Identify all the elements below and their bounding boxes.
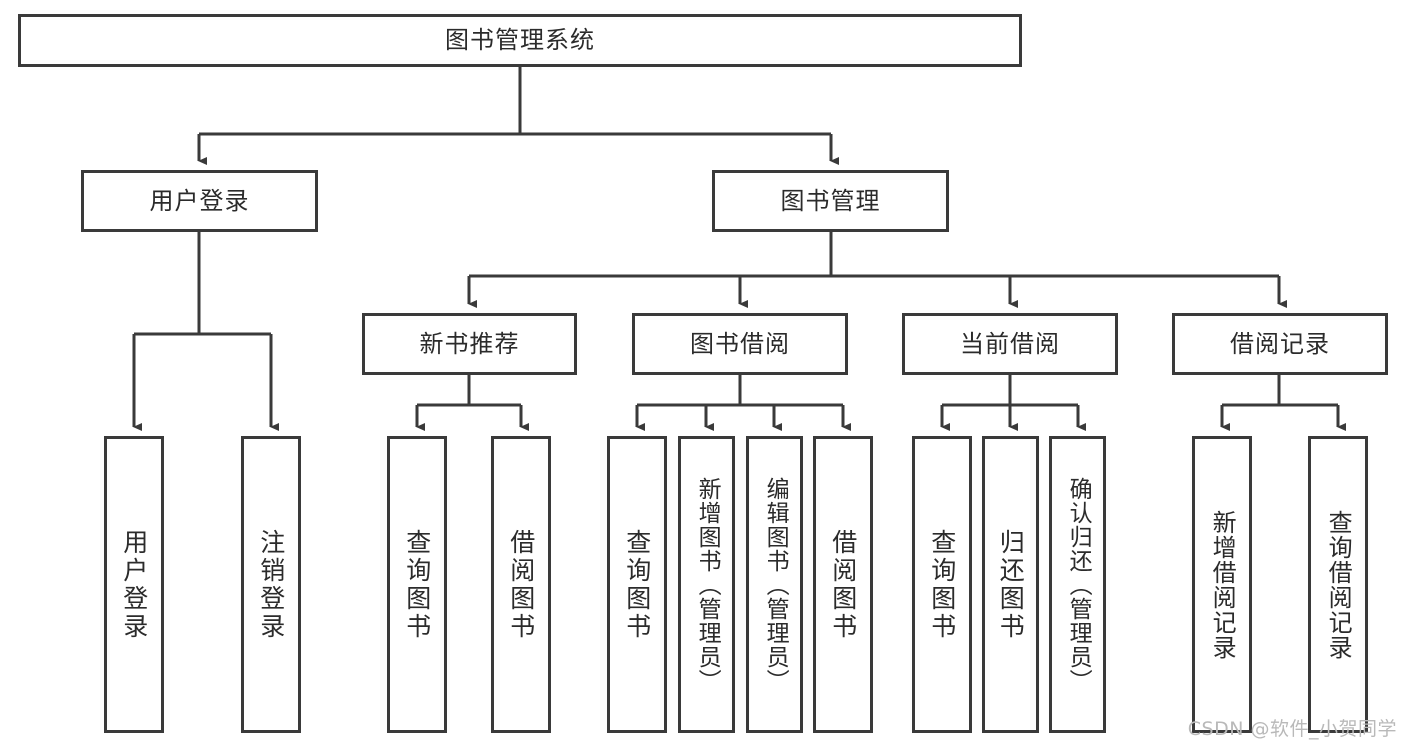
node-current-borrow[interactable]: 当前借阅 — [902, 313, 1118, 375]
node-label: 图书管理系统 — [445, 26, 595, 55]
leaf-return-book[interactable]: 归还图书 — [982, 436, 1039, 733]
node-user-login[interactable]: 用户登录 — [81, 170, 318, 232]
node-label: 借阅记录 — [1230, 329, 1330, 358]
node-label: 新增借阅记录 — [1208, 509, 1237, 660]
leaf-user-login[interactable]: 用户登录 — [104, 436, 164, 733]
node-borrow-record[interactable]: 借阅记录 — [1172, 313, 1388, 375]
node-label: 编辑图书（管理员） — [762, 476, 789, 693]
node-label: 查询图书 — [927, 528, 957, 641]
leaf-query-book-borrow[interactable]: 查询图书 — [607, 436, 667, 733]
node-book-management[interactable]: 图书管理 — [712, 170, 949, 232]
node-label: 借阅图书 — [506, 528, 536, 641]
leaf-query-book-current[interactable]: 查询图书 — [912, 436, 972, 733]
watermark: CSDN @软件_小贺同学 — [1187, 718, 1397, 740]
leaf-edit-book-admin[interactable]: 编辑图书（管理员） — [746, 436, 803, 733]
node-label: 用户登录 — [119, 528, 149, 641]
leaf-confirm-return-admin[interactable]: 确认归还（管理员） — [1049, 436, 1106, 733]
node-label: 归还图书 — [996, 528, 1026, 641]
node-book-borrow[interactable]: 图书借阅 — [632, 313, 848, 375]
node-root-book-management-system[interactable]: 图书管理系统 — [18, 14, 1022, 67]
node-label: 确认归还（管理员） — [1065, 476, 1092, 693]
node-new-book-recommend[interactable]: 新书推荐 — [362, 313, 577, 375]
node-label: 图书借阅 — [690, 329, 790, 358]
node-label: 查询借阅记录 — [1324, 509, 1353, 660]
node-label: 当前借阅 — [960, 329, 1060, 358]
node-label: 查询图书 — [402, 528, 432, 641]
node-label: 新书推荐 — [419, 329, 520, 358]
leaf-add-borrow-record[interactable]: 新增借阅记录 — [1192, 436, 1252, 733]
leaf-query-borrow-record[interactable]: 查询借阅记录 — [1308, 436, 1368, 733]
leaf-add-book-admin[interactable]: 新增图书（管理员） — [678, 436, 735, 733]
leaf-query-book-recommend[interactable]: 查询图书 — [387, 436, 447, 733]
node-label: 用户登录 — [149, 186, 250, 215]
node-label: 新增图书（管理员） — [694, 476, 721, 693]
node-label: 查询图书 — [622, 528, 652, 641]
leaf-borrow-book[interactable]: 借阅图书 — [813, 436, 873, 733]
node-label: 注销登录 — [256, 528, 286, 641]
leaf-logout[interactable]: 注销登录 — [241, 436, 301, 733]
node-label: 借阅图书 — [828, 528, 858, 641]
node-label: 图书管理 — [780, 186, 881, 215]
leaf-borrow-book-recommend[interactable]: 借阅图书 — [491, 436, 551, 733]
